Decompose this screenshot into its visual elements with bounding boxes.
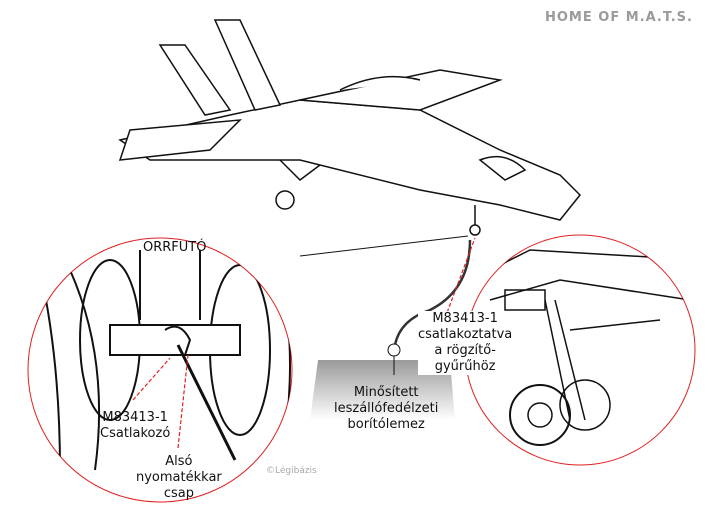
connector-left-label: M83413-1 Csatlakozó: [100, 410, 170, 442]
label-line: csatlakoztatva: [418, 327, 513, 342]
torque-pin-label: Alsó nyomatékkar csap: [136, 454, 222, 502]
label-line: nyomatékkar: [136, 470, 222, 485]
label-line: M83413-1: [102, 410, 168, 425]
label-line: leszállófedélzeti: [334, 401, 439, 416]
aircraft-illustration: [118, 19, 582, 236]
left-detail-circle: [27, 237, 293, 503]
label-line: csap: [163, 486, 194, 501]
grounding-cable: [393, 239, 472, 346]
copyright: ©Légibázis: [266, 466, 317, 476]
ground-plate: [310, 360, 455, 420]
label-line: Csatlakozó: [100, 426, 171, 441]
label-line: Alsó: [165, 454, 193, 469]
nose-gear-title: ORRFUTÓ: [143, 240, 207, 255]
label-line: Minősített: [353, 385, 419, 400]
connector-right-label: M83413-1 csatlakoztatva a rögzítő- gyűrű…: [418, 311, 513, 375]
brand-watermark: HOME OF M.A.T.S.: [545, 10, 693, 25]
label-line: borítólemez: [347, 417, 425, 432]
label-line: gyűrűhöz: [434, 359, 496, 374]
label-line: a rögzítő-: [434, 343, 496, 358]
ground-plate-label: Minősített leszállófedélzeti borítólemez: [334, 385, 438, 433]
label-line: M83413-1: [432, 311, 498, 326]
